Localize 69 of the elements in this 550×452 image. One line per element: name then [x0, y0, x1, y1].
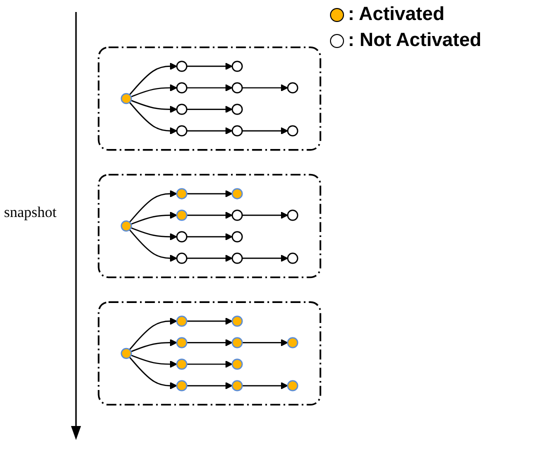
arrow [130, 227, 178, 240]
node-circle [232, 60, 243, 72]
arrow [186, 254, 233, 262]
node-circle [232, 252, 243, 264]
node-circle [176, 252, 188, 264]
node-circle [232, 358, 243, 370]
legend-label: : Not Activated [348, 30, 482, 52]
arrow [130, 212, 178, 225]
node-circle [176, 210, 188, 221]
arrow [186, 62, 233, 70]
node-circle [287, 337, 298, 348]
node-circle [176, 358, 188, 370]
arrow [242, 382, 288, 390]
node-circle [176, 60, 188, 72]
arrow [186, 339, 233, 346]
arrow [242, 254, 288, 262]
node-circle [176, 231, 188, 242]
node-circle [176, 316, 188, 327]
node-circle [232, 210, 243, 221]
arrow [242, 127, 288, 134]
arrow [130, 100, 178, 113]
arrow [130, 354, 178, 368]
arrow [186, 318, 233, 325]
arrow [129, 190, 178, 223]
arrow [129, 102, 178, 134]
node-circle [176, 380, 188, 392]
node-circle [176, 82, 188, 94]
axis-label: snapshot [4, 205, 56, 222]
node-circle [120, 92, 132, 104]
arrow [129, 229, 178, 262]
node-circle [232, 104, 243, 115]
arrow [186, 190, 233, 198]
arrow [186, 106, 233, 113]
node-circle [232, 188, 243, 200]
node-circle [232, 231, 243, 242]
node-circle [287, 82, 298, 94]
arrow [186, 233, 233, 240]
arrow [186, 382, 233, 390]
arrow [186, 127, 233, 134]
arrow [129, 356, 178, 390]
arrow [242, 212, 288, 219]
node-circle [176, 337, 188, 348]
node-circle [176, 125, 188, 136]
node-circle [120, 348, 132, 360]
node-circle [287, 210, 298, 221]
node-circle [287, 125, 298, 136]
legend-label: : Activated [348, 4, 444, 26]
arrow [129, 318, 178, 350]
cluster [98, 174, 322, 278]
node-circle [287, 380, 298, 392]
arrow [130, 84, 178, 98]
cluster [98, 46, 322, 151]
arrow [130, 339, 178, 352]
node-circle [232, 125, 243, 136]
node-circle [232, 82, 243, 94]
node-circle [232, 337, 243, 348]
arrow [186, 84, 233, 92]
arrow [242, 84, 288, 92]
arrow [186, 212, 233, 219]
arrow [242, 339, 288, 346]
node-circle [176, 104, 188, 115]
arrow [129, 62, 178, 96]
node-circle [120, 220, 132, 232]
node-circle [232, 380, 243, 392]
node-circle [232, 316, 243, 327]
cluster [98, 301, 322, 406]
arrow [186, 360, 233, 368]
node-circle [176, 188, 188, 200]
node-circle [287, 252, 298, 264]
